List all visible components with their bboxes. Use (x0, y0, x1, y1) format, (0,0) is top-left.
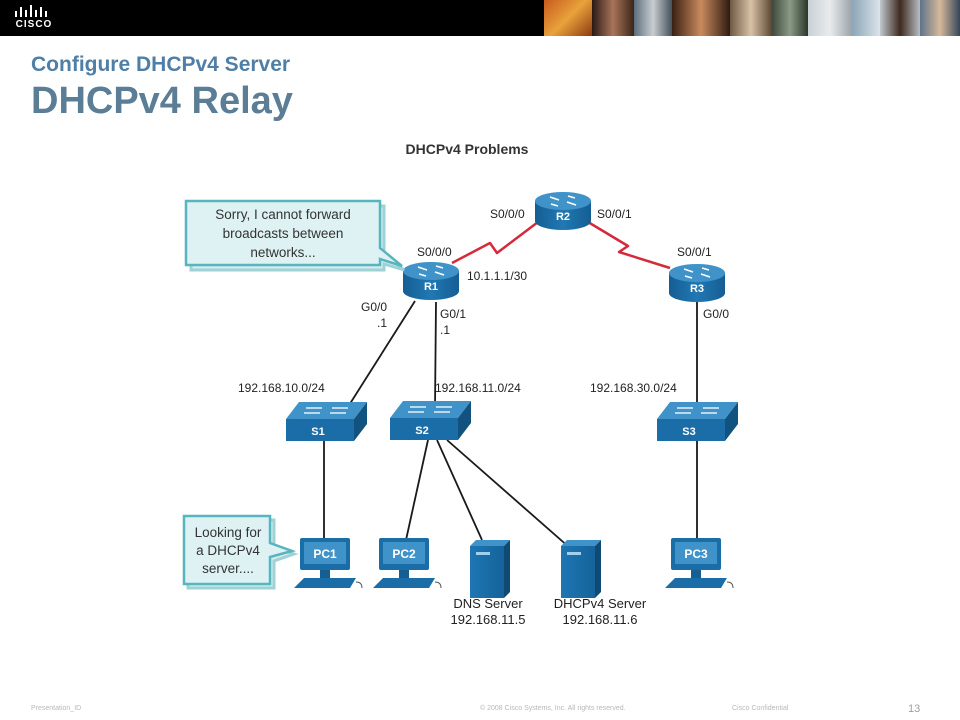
photo-face (592, 0, 634, 36)
switch-label: S1 (311, 426, 324, 438)
callout-r1: Sorry, I cannot forward broadcasts betwe… (184, 199, 405, 272)
photo-pattern (544, 0, 592, 36)
callout-text: server.... (202, 561, 254, 576)
callout-text: a DHCPv4 (196, 543, 260, 558)
router-arrows-icon (417, 265, 445, 277)
pc-pc2[interactable]: PC2 (373, 538, 442, 589)
ethernet-links (323, 300, 698, 549)
top-banner: CISCO (0, 0, 960, 36)
pc-label: PC2 (392, 547, 416, 561)
photo-face (730, 0, 772, 36)
router-arrows-icon (683, 267, 711, 279)
router-label: R1 (424, 281, 438, 293)
photo-face (672, 0, 730, 36)
footer-copyright: © 2008 Cisco Systems, Inc. All rights re… (480, 705, 626, 712)
server-ip: 192.168.11.5 (451, 612, 526, 627)
server-name: DHCPv4 Server (554, 596, 647, 611)
photo-face (634, 0, 672, 36)
pc-pc3[interactable]: PC3 (665, 538, 734, 589)
pc-pc1[interactable]: PC1 (294, 538, 363, 589)
link-r1-s1 (345, 300, 416, 411)
switch-label: S2 (415, 425, 428, 437)
photo-strip (544, 0, 960, 36)
switch-label: S3 (682, 426, 695, 438)
slide-title: DHCPv4 Relay (31, 80, 293, 122)
network-label: 192.168.30.0/24 (590, 381, 677, 395)
drive-bay-icon (476, 552, 490, 555)
interface-label: S0/0/0 (417, 245, 452, 259)
link-s2-pc2 (405, 439, 429, 541)
host-octet-label: .1 (377, 316, 387, 330)
drive-bay-icon (567, 552, 581, 555)
footer-confidential: Cisco Confidential (732, 705, 789, 712)
server-dhcpv4[interactable] (561, 540, 601, 598)
interface-label: S0/0/1 (597, 207, 632, 221)
switch-arrows-icon (408, 406, 452, 413)
interface-label: G0/0 (361, 300, 387, 314)
serial-link-r2-r3 (587, 220, 671, 270)
footer-presentation-id: Presentation_ID (31, 705, 82, 712)
callout-text: broadcasts between (223, 226, 344, 241)
callout-text: Sorry, I cannot forward (215, 207, 351, 222)
cisco-logo: CISCO (12, 4, 56, 32)
router-r1[interactable]: R1 (403, 262, 459, 300)
photo-face (808, 0, 852, 36)
interface-label: G0/1 (440, 307, 466, 321)
router-arrows-icon (549, 195, 577, 207)
router-label: R2 (556, 211, 570, 223)
serial-links (451, 220, 671, 270)
switch-arrows-icon (304, 407, 348, 414)
interface-label: G0/0 (703, 307, 729, 321)
router-r3[interactable]: R3 (669, 264, 725, 302)
interface-label: S0/0/1 (677, 245, 712, 259)
logo-wordmark: CISCO (15, 19, 53, 30)
switch-arrows-icon (675, 407, 719, 414)
cisco-bridge-icon (15, 5, 47, 17)
router-r2[interactable]: R2 (535, 192, 591, 230)
photo-face (880, 0, 920, 36)
switch-s2[interactable]: S2 (390, 401, 471, 440)
callout-pc1: Looking for a DHCPv4 server.... (182, 514, 299, 590)
callout-text: networks... (250, 245, 315, 260)
photo-texture (772, 0, 808, 36)
serial-link-r1-r2 (451, 221, 539, 265)
photo-face (920, 0, 960, 36)
slide-subtitle: Configure DHCPv4 Server (31, 53, 291, 76)
link-s2-dns (436, 439, 483, 541)
ip-address-label: 10.1.1.1/30 (467, 269, 527, 283)
link-r1-s2 (434, 301, 437, 409)
network-label: 192.168.11.0/24 (435, 381, 521, 395)
router-label: R3 (690, 283, 704, 295)
server-name: DNS Server (453, 596, 523, 611)
pc-label: PC1 (313, 547, 337, 561)
diagram-heading: DHCPv4 Problems (406, 141, 529, 157)
server-dns[interactable] (470, 540, 510, 598)
interface-label: S0/0/0 (490, 207, 525, 221)
photo-texture (852, 0, 880, 36)
host-octet-label: .1 (440, 323, 450, 337)
switch-s1[interactable]: S1 (286, 402, 367, 441)
switch-s3[interactable]: S3 (657, 402, 738, 441)
callout-text: Looking for (195, 525, 262, 540)
pc-label: PC3 (684, 547, 708, 561)
server-ip: 192.168.11.6 (563, 612, 638, 627)
page-number: 13 (908, 703, 921, 715)
network-label: 192.168.10.0/24 (238, 381, 325, 395)
link-s2-dhcp (446, 439, 571, 549)
